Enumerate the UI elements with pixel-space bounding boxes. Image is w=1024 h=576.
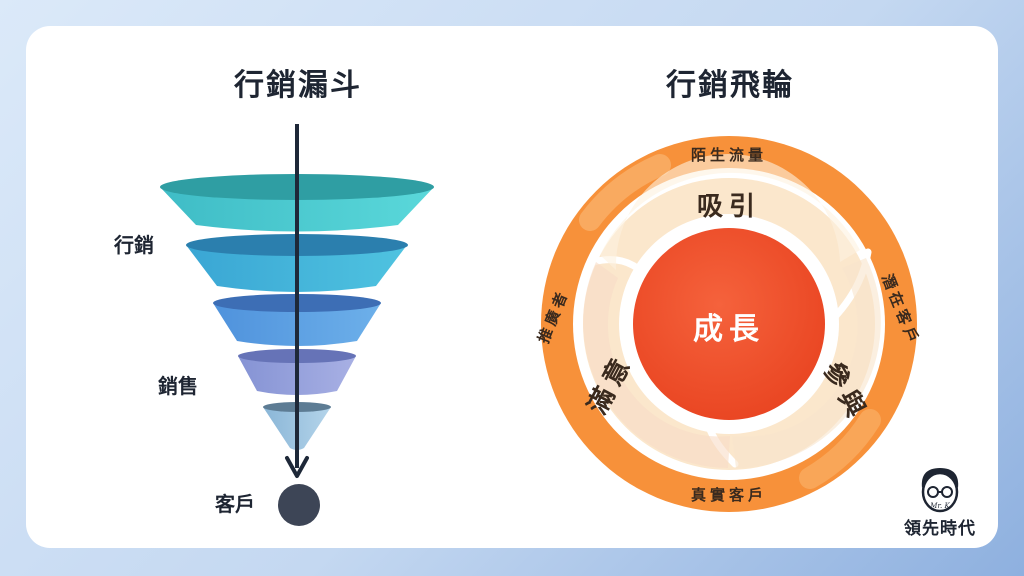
- funnel-arrow: [285, 124, 309, 478]
- brand-name: 領先時代: [904, 519, 976, 539]
- avatar-icon: Mr. K: [921, 468, 959, 513]
- brand-mark: Mr. K: [929, 502, 950, 510]
- funnel-label-marketing: 行銷: [114, 233, 154, 257]
- funnel-customer-dot: [278, 484, 320, 526]
- funnel-label-sales: 銷售: [158, 374, 198, 398]
- funnel-title: 行銷漏斗: [234, 68, 362, 103]
- funnel-diagram: [160, 124, 434, 526]
- flywheel-outer-top: 陌生流量: [691, 146, 767, 164]
- flywheel-outer-bottom: 真實客戶: [691, 486, 767, 504]
- flywheel-diagram: 成長 吸引 參與 滿意 陌生流量 潛在客戶 真實客戶 推廣者: [534, 136, 923, 512]
- brand-logo: Mr. K 領先時代: [894, 462, 986, 542]
- flywheel-title: 行銷飛輪: [666, 68, 794, 103]
- flywheel-center-label: 成長: [693, 312, 765, 347]
- flywheel-center-circle: [633, 228, 825, 420]
- flywheel-inner-attract: 吸引: [697, 192, 761, 222]
- funnel-label-customer: 客戶: [215, 492, 255, 516]
